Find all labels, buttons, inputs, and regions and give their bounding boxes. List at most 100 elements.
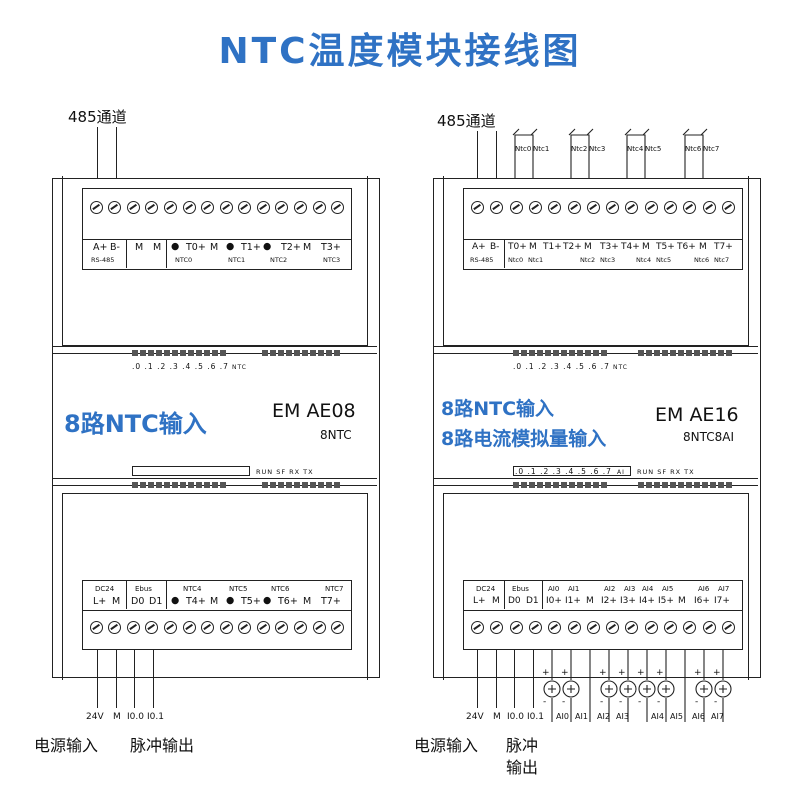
left-wire-i01 bbox=[153, 650, 155, 708]
right-led-tag: NTC bbox=[613, 364, 628, 371]
led-indicator bbox=[294, 482, 300, 488]
label-m: M bbox=[492, 596, 500, 606]
right-led-row-c bbox=[513, 482, 607, 488]
right-wire-label-i00: I0.0 bbox=[507, 712, 524, 722]
screw-terminal bbox=[238, 201, 252, 214]
label-m: M bbox=[699, 242, 707, 252]
screw-terminal bbox=[509, 201, 523, 214]
left-module-body: A+ B- RS-485 M M ● T0+ M ● T1+ ● T2+ M T… bbox=[52, 176, 380, 680]
led-indicator bbox=[172, 350, 178, 356]
led-indicator bbox=[140, 350, 146, 356]
screw-terminal bbox=[331, 621, 345, 634]
led-indicator bbox=[694, 482, 700, 488]
led-indicator bbox=[302, 482, 308, 488]
led-indicator bbox=[212, 350, 218, 356]
label-i6: I6+ bbox=[694, 596, 710, 606]
divider bbox=[126, 581, 127, 609]
label-d1: D1 bbox=[149, 596, 163, 607]
label-i7: I7+ bbox=[714, 596, 730, 606]
ai5-source-label: AI5 bbox=[670, 712, 683, 721]
screw-terminal bbox=[275, 201, 289, 214]
screw-terminal bbox=[201, 201, 215, 214]
led-indicator bbox=[156, 482, 162, 488]
screw-terminal bbox=[312, 621, 326, 634]
right-led-row-b bbox=[638, 350, 732, 356]
label-d0: D0 bbox=[508, 596, 521, 606]
led-indicator bbox=[148, 350, 154, 356]
screw-terminal bbox=[471, 201, 485, 214]
ntc5-sensor-label: Ntc5 bbox=[645, 145, 662, 153]
label-rs485: RS-485 bbox=[470, 256, 494, 264]
screw-terminal bbox=[108, 621, 122, 634]
ai-minus-sign: - bbox=[600, 697, 604, 707]
led-indicator bbox=[638, 482, 644, 488]
led-indicator bbox=[278, 350, 284, 356]
label-t0: T0+ bbox=[508, 242, 527, 252]
label-dc24: DC24 bbox=[476, 585, 496, 593]
screw-terminal bbox=[293, 201, 307, 214]
screw-terminal bbox=[471, 621, 485, 634]
label-ntc6: NTC6 bbox=[271, 585, 290, 593]
led-indicator bbox=[310, 482, 316, 488]
led-indicator bbox=[196, 350, 202, 356]
led-indicator bbox=[654, 482, 660, 488]
led-indicator bbox=[294, 350, 300, 356]
label-ntc1: NTC1 bbox=[228, 256, 246, 264]
screw-terminal bbox=[625, 621, 639, 634]
bullet-dot: ● bbox=[263, 595, 272, 606]
led-indicator bbox=[310, 350, 316, 356]
screw-terminal bbox=[256, 201, 270, 214]
led-indicator bbox=[164, 350, 170, 356]
divider bbox=[504, 240, 505, 268]
screw-terminal bbox=[721, 621, 735, 634]
ai-plus-sign: + bbox=[599, 668, 607, 678]
left-485-channel-label: 485通道 bbox=[68, 108, 127, 126]
label-i0: I0+ bbox=[546, 596, 562, 606]
label-t7: T7+ bbox=[321, 596, 341, 607]
screw-terminal bbox=[663, 621, 677, 634]
right-module-shell bbox=[433, 178, 761, 678]
label-l-plus: L+ bbox=[473, 596, 486, 606]
led-indicator bbox=[132, 350, 138, 356]
led-indicator bbox=[220, 350, 226, 356]
led-indicator bbox=[513, 350, 519, 356]
label-m: M bbox=[678, 596, 686, 606]
label-i3: I3+ bbox=[620, 596, 636, 606]
label-ntc1: Ntc1 bbox=[528, 256, 544, 264]
label-ntc7: NTC7 bbox=[325, 585, 344, 593]
left-top-terminal-labels: A+ B- RS-485 M M ● T0+ M ● T1+ ● T2+ M T… bbox=[82, 240, 352, 270]
led-indicator bbox=[156, 350, 162, 356]
right-lower-housing bbox=[443, 493, 749, 680]
led-indicator bbox=[537, 350, 543, 356]
screw-terminal bbox=[548, 621, 562, 634]
ai-minus-sign: - bbox=[619, 697, 623, 707]
led-indicator bbox=[262, 482, 268, 488]
led-indicator bbox=[662, 350, 668, 356]
screw-terminal bbox=[683, 621, 697, 634]
led-indicator bbox=[196, 482, 202, 488]
ai-minus-sign: - bbox=[657, 697, 661, 707]
left-module-shell bbox=[52, 178, 380, 678]
ai-plus-sign: + bbox=[637, 668, 645, 678]
screw-terminal bbox=[331, 201, 345, 214]
label-ebus: Ebus bbox=[135, 585, 152, 593]
ai-plus-sign: + bbox=[656, 668, 664, 678]
ntc1-sensor-label: Ntc1 bbox=[533, 145, 550, 153]
right-power-input-label: 电源输入 bbox=[414, 736, 479, 755]
right-wire-24v bbox=[477, 650, 479, 708]
led-indicator bbox=[545, 350, 551, 356]
led-indicator bbox=[686, 482, 692, 488]
label-t1: T1+ bbox=[241, 242, 261, 253]
left-upper-housing bbox=[62, 176, 368, 346]
led-indicator bbox=[654, 350, 660, 356]
right-module-body: A+ B- RS-485 T0+ M T1+ T2+ M T3+ T4+ M T… bbox=[433, 176, 761, 680]
label-m: M bbox=[210, 242, 219, 253]
led-indicator bbox=[529, 482, 535, 488]
ai-plus-sign: + bbox=[561, 668, 569, 678]
label-ntc0: Ntc0 bbox=[508, 256, 524, 264]
left-bottom-screw-row bbox=[83, 621, 351, 634]
bullet-dot: ● bbox=[171, 241, 180, 252]
right-description-ntc: 8路NTC输入 bbox=[441, 398, 555, 420]
label-ai4: AI4 bbox=[642, 585, 654, 593]
right-bottom-terminal-block bbox=[463, 610, 743, 650]
